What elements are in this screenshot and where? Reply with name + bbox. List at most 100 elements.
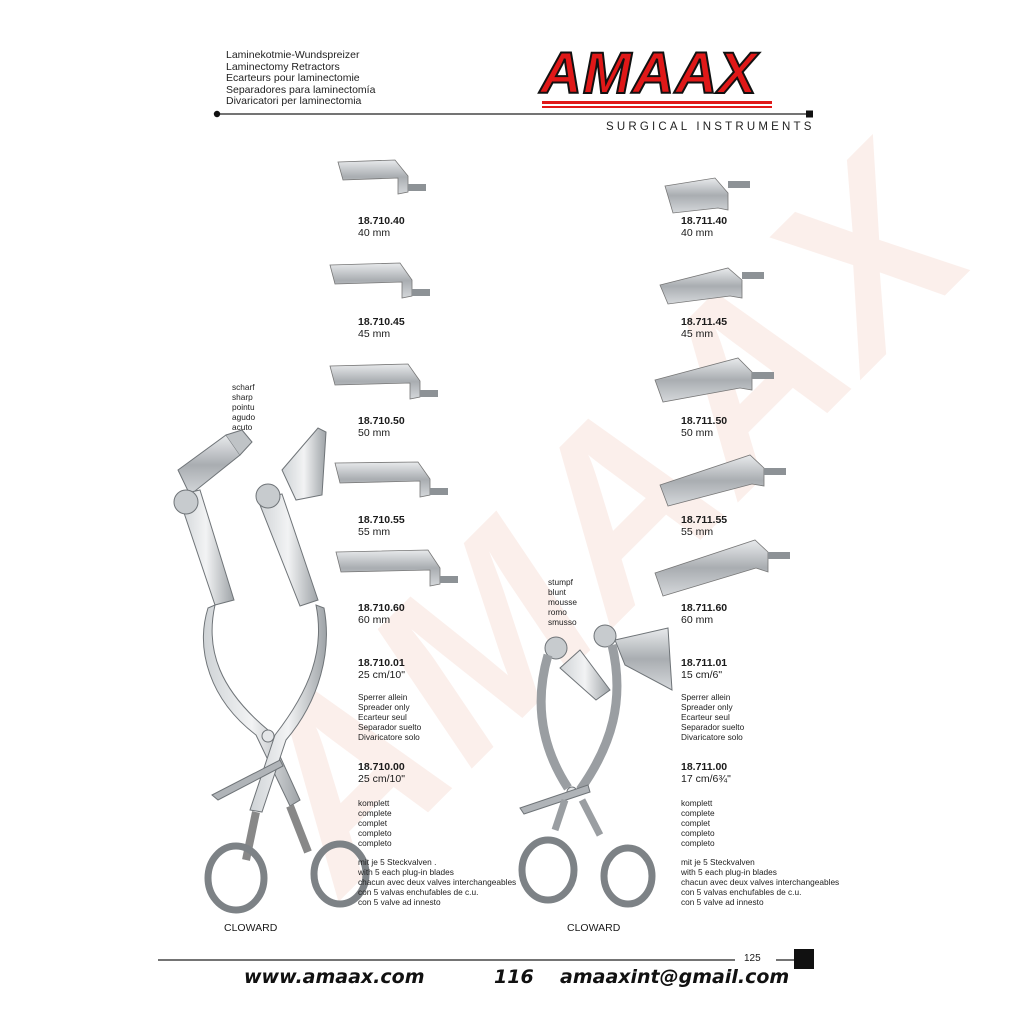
desc-line: Separador suelto: [681, 722, 745, 732]
item-code: 18.711.01: [681, 657, 728, 669]
blade-18.710.60: [335, 549, 458, 587]
item-size: 50 mm: [358, 427, 391, 439]
right-tip-labels: stumpf blunt mousse romo smusso: [548, 577, 577, 627]
tip-label: romo: [548, 607, 567, 617]
desc-line: mit je 5 Steckvalven: [681, 857, 755, 867]
item-code: 18.711.50: [681, 415, 728, 427]
footer-page: 116: [494, 966, 534, 988]
brand-logo: AMAAX: [539, 41, 780, 110]
item-code: 18.710.40: [358, 215, 405, 227]
desc-line: Spreader only: [681, 702, 733, 712]
left-spreader-desc: Sperrer allein Spreader only Ecarteur se…: [358, 692, 421, 742]
desc-line: komplett: [681, 798, 713, 808]
item-code: 18.711.45: [681, 316, 728, 328]
right-blades-desc: mit je 5 Steckvalven with 5 each plug-in…: [681, 857, 839, 907]
right-blade-item: 18.711.60 60 mm: [681, 602, 727, 626]
item-size: 60 mm: [358, 614, 391, 626]
desc-line: Ecarteur seul: [681, 712, 730, 722]
desc-line: complete: [358, 808, 392, 818]
footer-rule: [158, 949, 814, 969]
item-code: 18.711.55: [681, 514, 728, 526]
cloward-retractor-small: [518, 624, 673, 908]
left-complete-desc: komplett complete complet completo compl…: [358, 798, 392, 848]
right-blade-item: 18.711.55 55 mm: [681, 514, 727, 538]
right-complete-item: 18.711.00 17 cm/6¾": [681, 761, 731, 785]
tip-label: agudo: [232, 412, 256, 422]
logo-underline: [542, 101, 772, 108]
desc-line: complete: [681, 808, 715, 818]
right-complete-desc: komplett complete complet completo compl…: [681, 798, 715, 848]
right-spreader-desc: Sperrer allein Spreader only Ecarteur se…: [681, 692, 744, 742]
item-code: 18.710.60: [358, 602, 405, 614]
item-size: 40 mm: [358, 227, 391, 239]
desc-line: completo: [358, 828, 392, 838]
header-rule: [213, 110, 813, 118]
desc-line: Spreader only: [358, 702, 410, 712]
blade-18.711.40: [664, 177, 750, 214]
blade-18.710.55: [334, 461, 448, 498]
tip-label: stumpf: [548, 577, 573, 587]
desc-line: Separador suelto: [358, 722, 422, 732]
cloward-retractor-large: [173, 427, 370, 914]
left-blade-item: 18.710.45 45 mm: [358, 316, 405, 340]
footer-website[interactable]: www.amaax.com: [244, 966, 425, 988]
item-code: 18.710.50: [358, 415, 405, 427]
left-blade-item: 18.710.55 55 mm: [358, 514, 405, 538]
desc-line: complet: [358, 818, 388, 828]
item-code: 18.710.00: [358, 761, 405, 773]
desc-line: with 5 each plug-in blades: [681, 867, 777, 877]
logo-text: AMAAX: [539, 41, 758, 106]
title-it: Divaricatori per laminectomia: [226, 95, 362, 107]
footer-email[interactable]: amaaxint@gmail.com: [560, 966, 790, 988]
item-size: 60 mm: [681, 614, 714, 626]
header-titles: Laminekotmie-Wundspreizer Laminectomy Re…: [226, 49, 375, 108]
blade-18.710.45: [329, 262, 430, 299]
blade-18.710.50: [329, 363, 438, 400]
title-en: Laminectomy Retractors: [226, 60, 340, 73]
left-blade-item: 18.710.60 60 mm: [358, 602, 405, 626]
page-number: 125: [744, 953, 761, 964]
item-size: 55 mm: [681, 526, 714, 538]
desc-line: chacun avec deux valves interchangeables: [358, 877, 517, 887]
desc-line: completo: [681, 828, 715, 838]
tip-label: pointu: [232, 402, 255, 412]
item-code: 18.710.01: [358, 657, 405, 669]
left-blade-item: 18.710.50 50 mm: [358, 415, 405, 439]
desc-line: con 5 valvas enchufables de c.u.: [681, 887, 802, 897]
desc-line: con 5 valve ad innesto: [681, 897, 764, 907]
desc-line: chacun avec deux valves interchangeables: [681, 877, 840, 887]
tip-label: sharp: [232, 392, 253, 402]
left-blades-desc: mit je 5 Steckvalven . with 5 each plug-…: [358, 857, 516, 907]
item-code: 18.711.40: [681, 215, 728, 227]
item-code: 18.711.00: [681, 761, 728, 773]
tip-label: acuto: [232, 422, 253, 432]
right-spreader-item: 18.711.01 15 cm/6": [681, 657, 727, 681]
desc-line: mit je 5 Steckvalven .: [358, 857, 437, 867]
blade-18.711.55: [659, 454, 786, 507]
title-fr: Ecarteurs pour laminectomie: [226, 72, 360, 84]
blade-18.711.50: [654, 357, 774, 403]
item-size: 25 cm/10": [358, 773, 405, 785]
desc-line: complet: [681, 818, 711, 828]
item-size: 45 mm: [358, 328, 391, 340]
item-size: 55 mm: [358, 526, 391, 538]
right-product-name: CLOWARD: [567, 922, 621, 934]
desc-line: Ecarteur seul: [358, 712, 407, 722]
desc-line: completo: [681, 838, 715, 848]
desc-line: komplett: [358, 798, 390, 808]
item-code: 18.710.45: [358, 316, 405, 328]
tagline: SURGICAL INSTRUMENTS: [606, 121, 815, 133]
right-blade-item: 18.711.40 40 mm: [681, 215, 727, 239]
desc-line: con 5 valve ad innesto: [358, 897, 441, 907]
item-size: 25 cm/10": [358, 669, 405, 681]
tip-label: mousse: [548, 597, 578, 607]
left-spreader-item: 18.710.01 25 cm/10": [358, 657, 405, 681]
tip-label: blunt: [548, 587, 566, 597]
item-code: 18.711.60: [681, 602, 728, 614]
blade-18.711.45: [659, 267, 764, 305]
left-blade-item: 18.710.40 40 mm: [358, 215, 405, 239]
right-blade-item: 18.711.45 45 mm: [681, 316, 727, 340]
item-size: 40 mm: [681, 227, 714, 239]
desc-line: Sperrer allein: [358, 692, 408, 702]
